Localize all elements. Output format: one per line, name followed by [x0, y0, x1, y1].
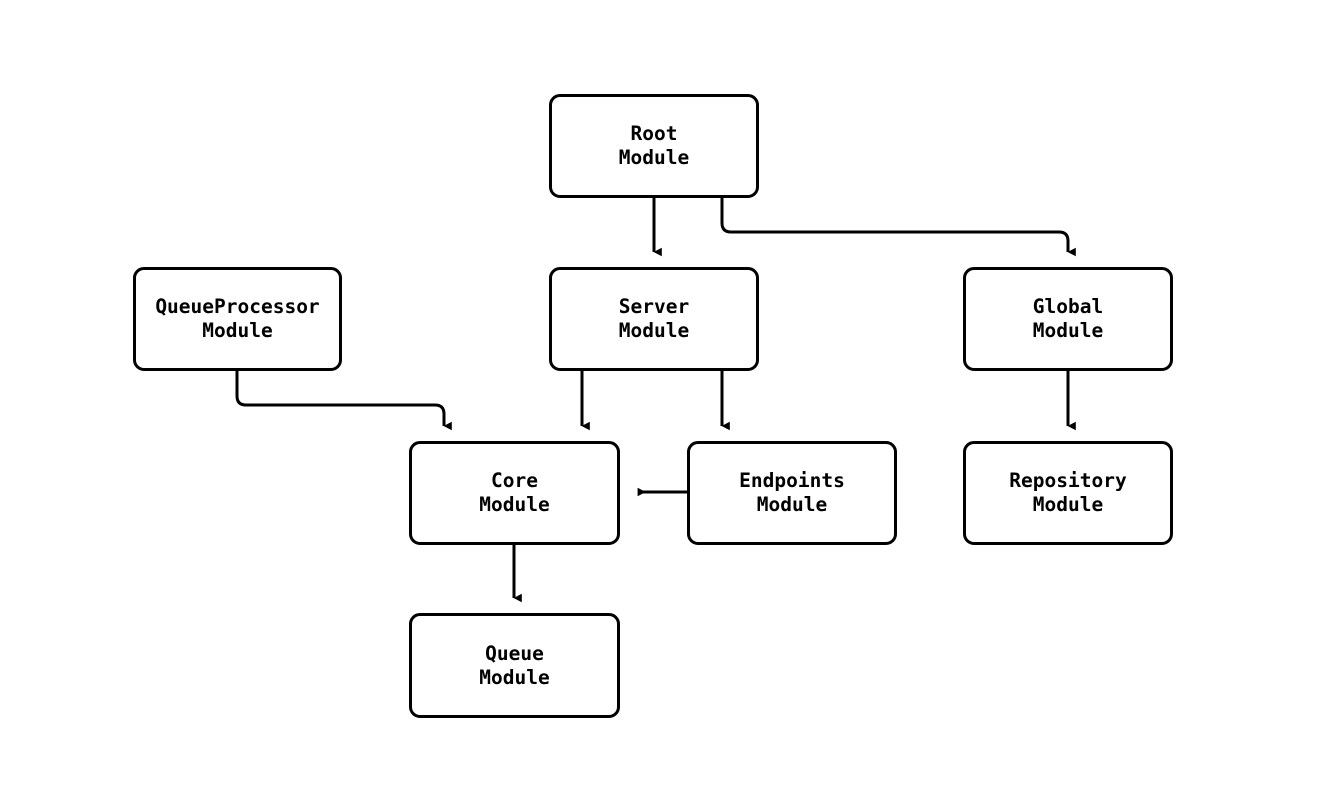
node-label-suffix: Module [479, 665, 550, 689]
edge-queueprocessor-to-core [235, 371, 452, 431]
node-label-suffix: Module [202, 319, 273, 342]
node-label-suffix: Module [618, 319, 690, 342]
node-label-name: QueueProcessor [155, 295, 320, 318]
node-label-suffix: Module [1032, 493, 1104, 516]
node-label-suffix: Module [479, 493, 550, 516]
node-label-suffix: Module [618, 146, 690, 169]
node-label-name: Root [630, 122, 678, 145]
node-label-name: Core [491, 469, 538, 492]
node-label-name: Endpoints [739, 469, 845, 492]
node-label-suffix: Module [756, 493, 828, 516]
edge-root-to-global [720, 198, 1076, 257]
node-label-name: Server [618, 295, 690, 318]
node-label-name: Queue [485, 641, 544, 665]
node-label-suffix: Module [1032, 319, 1104, 342]
node-label-name: Repository [1009, 469, 1127, 492]
node-label-name: Global [1032, 295, 1104, 318]
